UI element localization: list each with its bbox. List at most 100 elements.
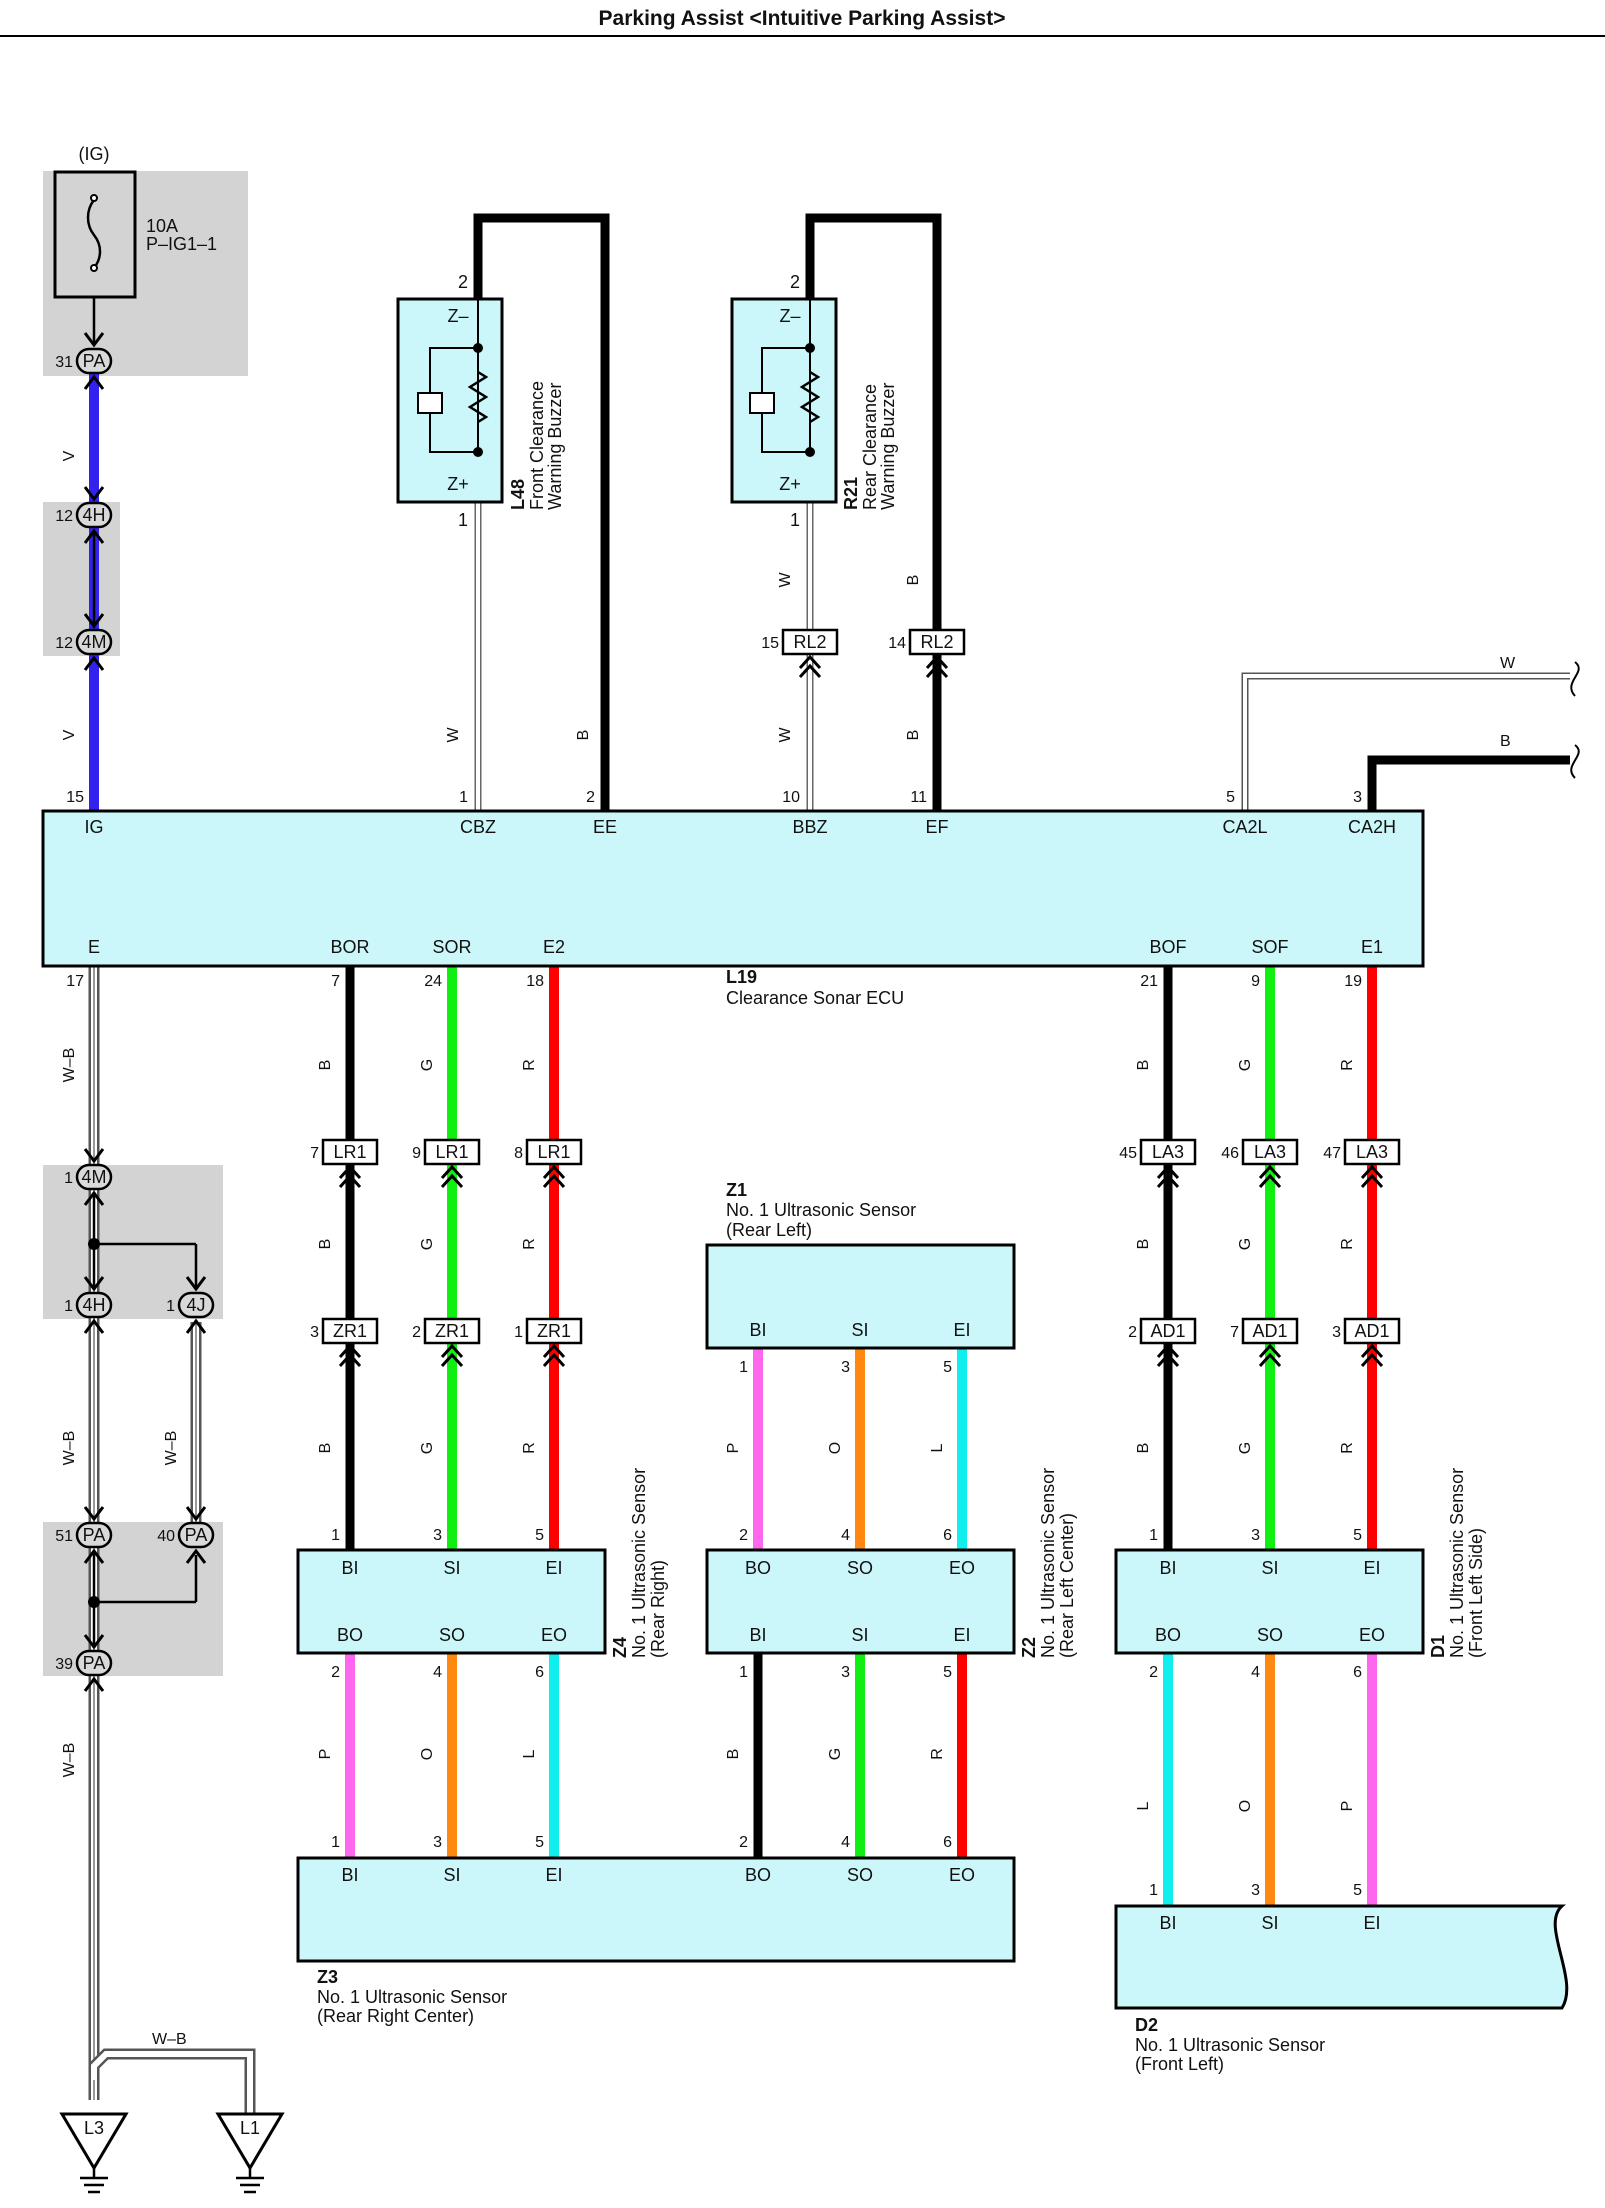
wire-color-label: R <box>521 1442 538 1454</box>
sensor-z4-name: No. 1 Ultrasonic Sensor <box>629 1468 649 1658</box>
sensor-z1-pin-num: 5 <box>943 1359 952 1376</box>
sensor-d1-pin-label: EI <box>1363 1558 1380 1578</box>
ca2l-wire-color: W <box>1500 655 1516 672</box>
connector-pin: 46 <box>1221 1145 1239 1162</box>
connector-pin: 12 <box>55 508 73 525</box>
fuse-terminal-icon <box>90 194 98 202</box>
wire-color-label: W–B <box>61 1048 78 1083</box>
ground-branch-outline <box>88 2048 256 2114</box>
sensor-d2-box <box>1114 1904 1569 2010</box>
sensor-d1-pin-num: 1 <box>1149 1527 1158 1544</box>
connector-box-icon <box>1343 1317 1401 1345</box>
front-buzzer-resistor-icon <box>467 370 489 424</box>
wire-color-label: V <box>61 729 78 740</box>
rear-buzzer-name-2: Warning Buzzer <box>878 383 898 510</box>
connector-label: PA <box>83 1525 106 1545</box>
ecu-pin-label: SOR <box>432 937 471 957</box>
connector-chip-icon <box>177 1291 215 1319</box>
connector-pin: 15 <box>761 635 779 652</box>
sensor-d1: BI SI EI BO SO EO 1 3 5 2 4 6 D1 No. 1 U… <box>1114 1468 1486 1681</box>
ecu-id: L19 <box>726 967 757 987</box>
junction-dot <box>88 1596 100 1608</box>
front-buzzer: Z– Z+ 2 1 L48 Front Clearance Warning Bu… <box>396 272 565 530</box>
sensor-d2-pin-label: EI <box>1363 1913 1380 1933</box>
connector-chevron-icon <box>185 1548 207 1564</box>
sensor-z2-pin-label: EI <box>953 1625 970 1645</box>
sensor-d1-id: D1 <box>1428 1635 1448 1658</box>
connector-chip-icon <box>75 1521 113 1549</box>
wire-color-label: B <box>905 730 922 741</box>
front-buzzer-ground-wire <box>473 213 610 811</box>
front-buzzer-zplus: Z+ <box>447 474 469 494</box>
ground-l3-icon <box>59 2112 129 2171</box>
wire-color-label: R <box>521 1238 538 1250</box>
ecu-pin-number: 21 <box>1140 973 1158 990</box>
ecu-pin-label: CA2H <box>1348 817 1396 837</box>
ecu-pin-label: E1 <box>1361 937 1383 957</box>
connector-box-icon <box>525 1317 583 1345</box>
connector-chevron-icon <box>1156 1164 1180 1189</box>
connector-label: ZR1 <box>435 1321 469 1341</box>
connector-pin: 2 <box>1128 1324 1137 1341</box>
connector-pin: 40 <box>157 1528 175 1545</box>
wire-color-label: B <box>725 1749 742 1760</box>
sensor-z1-pin-label: BI <box>749 1320 766 1340</box>
sensor-z3: BI SI EI BO SO EO 1 3 5 2 4 6 Z3 No. 1 U… <box>296 1834 1016 2026</box>
wire-color-label: G <box>1237 1059 1254 1071</box>
wire-break-icon <box>1570 744 1580 779</box>
ecu-pin-number: 18 <box>526 973 544 990</box>
ecu-pin-number: 2 <box>586 789 595 806</box>
sensor-d1-pin-label: BO <box>1155 1625 1181 1645</box>
rear-buzzer-node <box>805 343 815 353</box>
ecu-name: Clearance Sonar ECU <box>726 988 904 1008</box>
connector-chevron-icon <box>83 332 105 348</box>
sensor-z2-pin-num: 6 <box>943 1527 952 1544</box>
ecu-pin-label: CBZ <box>460 817 496 837</box>
connector-pin: 1 <box>64 1298 73 1315</box>
connector-pin: 12 <box>55 635 73 652</box>
sensor-z4-pin-num: 1 <box>331 1527 340 1544</box>
wire-color-label: O <box>827 1442 844 1454</box>
sensor-z4-pin-num: 3 <box>433 1527 442 1544</box>
sensor-d1-pin-label: EO <box>1359 1625 1385 1645</box>
wire-color-label: B <box>317 1443 334 1454</box>
connector-label: LA3 <box>1152 1142 1184 1162</box>
sensor-z3-pin-label: EO <box>949 1865 975 1885</box>
rear-buzzer-node <box>805 447 815 457</box>
connector-pin: 7 <box>310 1145 319 1162</box>
ecu-pin-label: BOF <box>1149 937 1186 957</box>
sensor-z1-id: Z1 <box>726 1180 747 1200</box>
connector-chevron-icon <box>83 1276 105 1292</box>
connector-chevron-icon <box>542 1164 566 1189</box>
ecu-box <box>41 809 1425 968</box>
sensor-d1-pin-label: SI <box>1261 1558 1278 1578</box>
sensor-d2-name: No. 1 Ultrasonic Sensor <box>1135 2035 1325 2055</box>
ecu-pins: IG15CBZ1EE2BBZ10EF11CA2L5CA2H3E17BOR7SOR… <box>66 789 1396 990</box>
sensor-z3-pin-label: BO <box>745 1865 771 1885</box>
connector-pin: 9 <box>412 1145 421 1162</box>
connector-label: 4H <box>82 1295 105 1315</box>
connector-chevron-icon <box>542 1343 566 1368</box>
sensor-z1-pin-num: 1 <box>739 1359 748 1376</box>
connector-pin: 1 <box>514 1324 523 1341</box>
ecu-pin-label: BBZ <box>792 817 827 837</box>
wire-color-label: R <box>1339 1059 1356 1071</box>
connector-chip-icon <box>177 1521 215 1549</box>
sensor-z3-pin-label: BI <box>341 1865 358 1885</box>
sensor-z3-pin-num: 5 <box>535 1834 544 1851</box>
connector-box-icon <box>1139 1317 1197 1345</box>
connector-pin: 2 <box>412 1324 421 1341</box>
sensor-d2-pin-num: 1 <box>1149 1882 1158 1899</box>
sensor-d2-pin-label: SI <box>1261 1913 1278 1933</box>
ground-branch <box>91 2051 253 2114</box>
connector-pin: 8 <box>514 1145 523 1162</box>
connector-label: ZR1 <box>333 1321 367 1341</box>
sensor-d1-pin-label: BI <box>1159 1558 1176 1578</box>
